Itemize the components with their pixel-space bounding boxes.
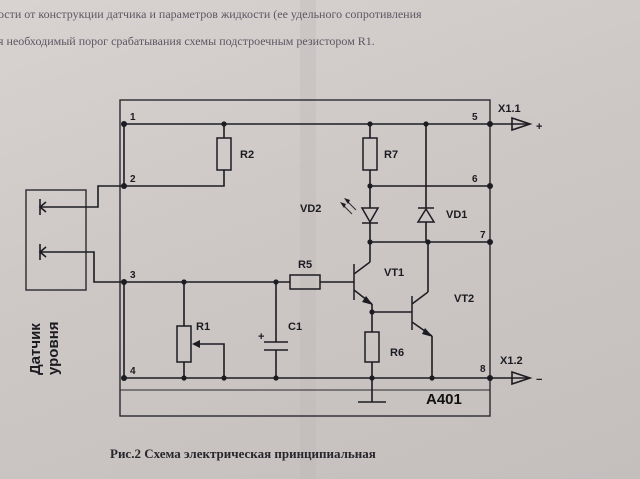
label-r5: R5 xyxy=(298,259,312,271)
figure-caption: Рис.2 Схема электрическая принципиальная xyxy=(110,446,376,461)
transistor-vt2-collector-leg xyxy=(411,291,429,305)
label-vd2: VD2 xyxy=(300,203,321,215)
terminal-x12-sign: − xyxy=(536,374,542,386)
pin-2-label: 2 xyxy=(130,174,136,185)
led-vd2 xyxy=(360,207,380,224)
terminal-x11-label: X1.1 xyxy=(498,103,521,115)
led-light-icon xyxy=(340,198,357,215)
pin-1-label: 1 xyxy=(130,112,136,123)
module-name: A401 xyxy=(426,391,462,408)
label-vt1: VT1 xyxy=(384,267,404,279)
transistor-vt1-collector-leg xyxy=(353,261,371,275)
resistor-r6 xyxy=(364,331,380,363)
sensor-wire-top xyxy=(78,185,124,208)
label-r1: R1 xyxy=(196,321,210,333)
arrow-negative-icon xyxy=(511,370,533,386)
label-c1-polarity: + xyxy=(258,331,264,343)
module-outline xyxy=(119,99,491,417)
sensor-probe-bottom xyxy=(38,244,78,260)
paper-fold xyxy=(300,0,316,479)
wire-r1-wiper xyxy=(194,343,225,378)
label-c1: C1 xyxy=(288,321,302,333)
sensor-label-1: Датчик xyxy=(27,323,44,375)
terminal-x11-sign: + xyxy=(536,121,542,133)
label-r2: R2 xyxy=(240,149,254,161)
wire-r2-bottom xyxy=(124,170,225,187)
terminal-x12-label: X1.2 xyxy=(500,355,523,367)
vt1-emitter-arrow-icon xyxy=(362,296,373,305)
pin-4-label: 4 xyxy=(130,366,136,377)
resistor-r1 xyxy=(176,325,192,363)
label-r7: R7 xyxy=(384,149,398,161)
pin-7-label: 7 xyxy=(480,230,486,241)
pin-8-label: 8 xyxy=(480,364,486,375)
label-r6: R6 xyxy=(390,347,404,359)
sensor-label-2: уровня xyxy=(45,321,62,375)
pin-3-label: 3 xyxy=(130,270,136,281)
sensor-box xyxy=(25,189,87,291)
label-vt2: VT2 xyxy=(454,293,474,305)
junction-dots xyxy=(121,121,493,381)
pin-6-label: 6 xyxy=(472,174,478,185)
resistor-r7 xyxy=(362,137,378,171)
header-line-1: ости от конструкции датчика и параметров… xyxy=(0,7,422,21)
pin-5-label: 5 xyxy=(472,112,478,123)
arrow-positive-icon xyxy=(511,116,533,132)
vt2-emitter-arrow-icon xyxy=(422,328,433,337)
sensor-wire-bottom xyxy=(78,251,124,283)
header-line-2: я необходимый порог срабатывания схемы п… xyxy=(0,34,375,48)
diode-vd1 xyxy=(416,207,436,223)
label-vd1: VD1 xyxy=(446,209,467,221)
resistor-r2 xyxy=(216,137,232,171)
sensor-probe-top xyxy=(38,199,78,215)
r1-wiper-arrow-icon xyxy=(192,340,200,348)
